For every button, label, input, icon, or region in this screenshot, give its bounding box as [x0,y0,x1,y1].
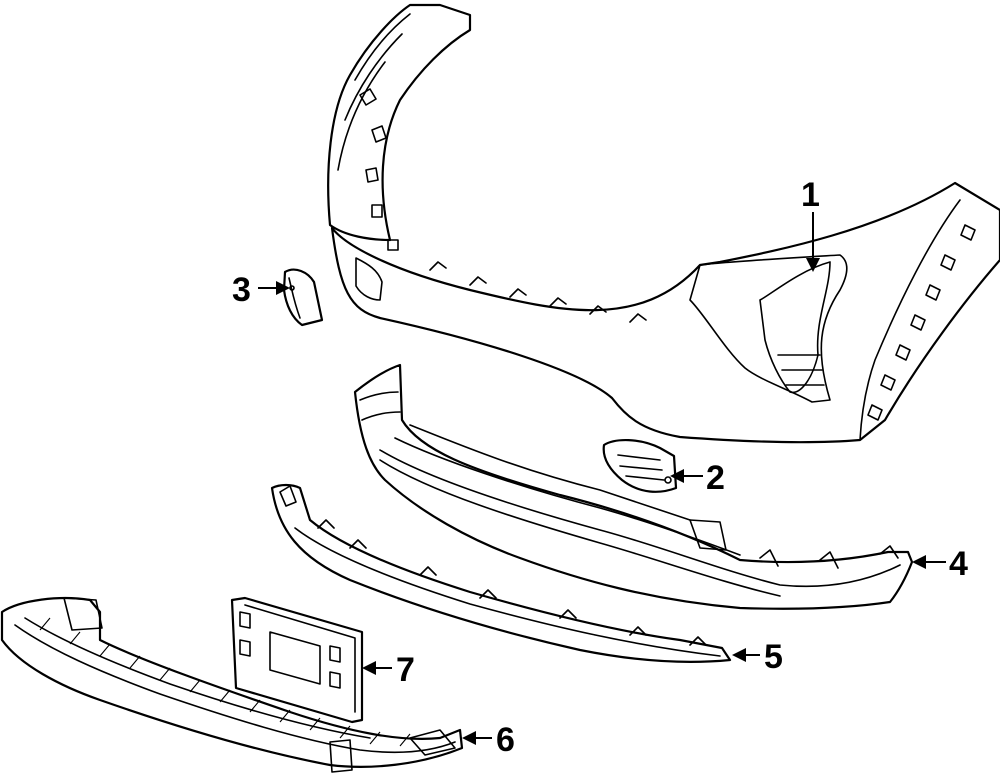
part-5-lower-lip[interactable] [270,483,732,663]
part-3-tow-hook-cover[interactable] [282,268,324,327]
part-2-bracket[interactable] [602,439,678,493]
callout-6: 6 [496,721,515,759]
callout-3: 3 [232,271,251,309]
leader-lines [258,212,946,745]
part-6-absorber[interactable] [0,597,464,773]
callout-7: 7 [396,651,415,689]
callout-5: 5 [764,638,783,676]
callout-4: 4 [949,545,968,583]
part-4-lower-valance[interactable] [353,363,914,610]
callouts: 1 2 3 4 5 6 7 [232,176,968,759]
part-1-bumper-cover[interactable] [327,3,1000,444]
part-7-license-bracket[interactable] [230,596,364,724]
callout-2: 2 [706,459,725,497]
callout-1: 1 [801,176,820,214]
